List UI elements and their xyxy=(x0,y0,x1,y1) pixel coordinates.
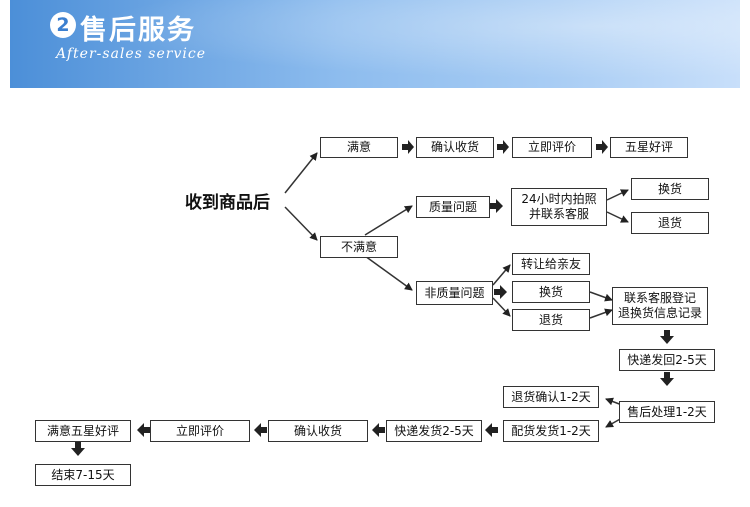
node-transfer-friend: 转让给亲友 xyxy=(512,253,590,275)
arrow-express-return-to-process xyxy=(660,372,674,386)
arrow-satisfied-to-confirm xyxy=(402,140,414,154)
arrow-photo-to-exchange xyxy=(606,189,629,201)
arrow-confirm-to-review xyxy=(497,140,509,154)
arrow-nonquality-to-transfer xyxy=(492,264,511,286)
arrow-fivestar2-to-end xyxy=(71,442,85,456)
arrow-ship-to-express xyxy=(485,423,498,437)
node-review-now: 立即评价 xyxy=(512,137,592,158)
node-express-return: 快递发回2-5天 xyxy=(619,349,715,371)
node-register-info: 联系客服登记 退换货信息记录 xyxy=(612,287,708,325)
header-banner xyxy=(10,0,740,88)
page-subtitle: After-sales service xyxy=(56,46,206,62)
arrow-register-to-express-return xyxy=(660,330,674,344)
node-ship-replacement: 配货发货1-2天 xyxy=(503,420,599,442)
arrow-nonquality-to-return2 xyxy=(492,297,511,317)
arrow-unsatisfied-to-quality xyxy=(364,205,413,236)
node-non-quality-issue: 非质量问题 xyxy=(416,281,493,305)
arrow-exchange2-to-register xyxy=(589,291,613,302)
node-after-sales-process: 售后处理1-2天 xyxy=(619,401,715,423)
arrow-root-to-satisfied xyxy=(284,152,318,194)
arrow-nonquality-to-exchange2 xyxy=(494,285,507,299)
node-end: 结束7-15天 xyxy=(35,464,131,486)
step-number-badge: 2 xyxy=(50,12,76,38)
node-confirm-receipt-2: 确认收货 xyxy=(268,420,368,442)
node-confirm-receipt: 确认收货 xyxy=(416,137,494,158)
arrow-express-to-confirm2 xyxy=(372,423,385,437)
node-satisfied-five-star: 满意五星好评 xyxy=(35,420,131,442)
node-review-now-2: 立即评价 xyxy=(150,420,250,442)
arrow-review2-to-fivestar2 xyxy=(137,423,150,437)
arrow-unsatisfied-to-nonquality xyxy=(364,255,413,291)
arrow-review-to-fivestar xyxy=(596,140,608,154)
node-unsatisfied: 不满意 xyxy=(320,236,398,258)
node-refund-confirm: 退货确认1-2天 xyxy=(503,386,599,408)
node-quality-issue: 质量问题 xyxy=(416,196,490,218)
node-five-star: 五星好评 xyxy=(610,137,688,158)
node-satisfied: 满意 xyxy=(320,137,398,158)
node-return: 退货 xyxy=(631,212,709,234)
root-node-received: 收到商品后 xyxy=(185,193,270,213)
node-express-delivery: 快递发货2-5天 xyxy=(386,420,482,442)
arrow-quality-to-photo xyxy=(490,199,503,213)
page-title: 售后服务 xyxy=(80,15,196,46)
node-exchange: 换货 xyxy=(631,178,709,200)
arrow-photo-to-return xyxy=(606,211,629,223)
node-photo-contact: 24小时内拍照 并联系客服 xyxy=(511,188,607,226)
arrow-root-to-unsatisfied xyxy=(284,206,318,241)
node-return-2: 退货 xyxy=(512,309,590,331)
node-exchange-2: 换货 xyxy=(512,281,590,303)
arrow-confirm2-to-review2 xyxy=(254,423,267,437)
arrow-return2-to-register xyxy=(589,308,613,319)
